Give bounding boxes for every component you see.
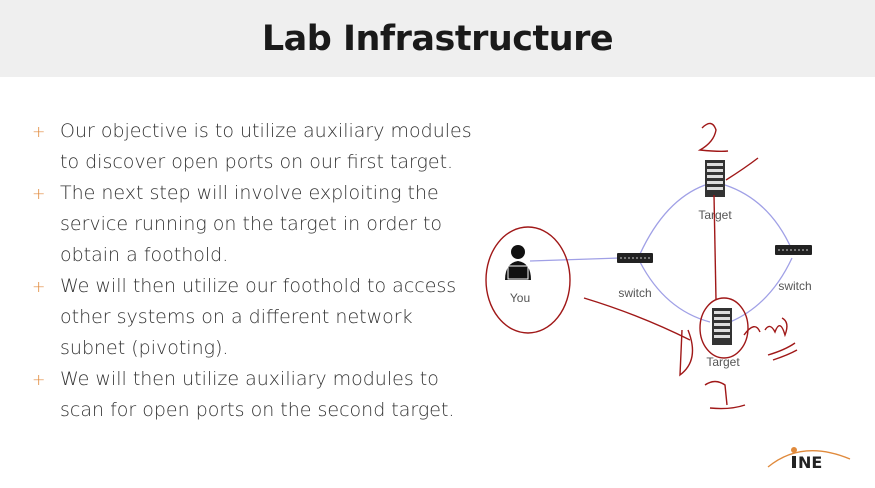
user-laptop-icon [505, 245, 531, 280]
slide-title: Lab Infrastructure [261, 18, 614, 59]
bullet-item: +We will then utilize auxiliary modules … [32, 364, 472, 426]
node-label-target-2: Target [706, 355, 740, 369]
node-label-switch-2: switch [778, 279, 811, 293]
server-rack-icon [705, 160, 725, 197]
plus-icon: + [32, 184, 46, 203]
plus-icon: + [32, 370, 46, 389]
server-rack-icon [712, 308, 732, 345]
svg-text:NE: NE [798, 453, 822, 471]
plus-icon: + [32, 122, 46, 141]
switch-icon [617, 253, 653, 263]
node-label-target-1: Target [698, 208, 732, 222]
bullet-item: +Our objective is to utilize auxiliary m… [32, 116, 472, 178]
switch-icon [775, 245, 812, 255]
network-links [529, 184, 793, 323]
plus-icon: + [32, 277, 46, 296]
ine-logo: NE [762, 437, 852, 472]
node-label-switch-1: switch [618, 286, 651, 300]
bullet-item: +We will then utilize our foothold to ac… [32, 271, 472, 364]
handwritten-annotations [485, 122, 798, 410]
bullet-list: +Our objective is to utilize auxiliary m… [32, 116, 472, 426]
node-label-you: You [510, 291, 530, 305]
title-bar: Lab Infrastructure [0, 0, 875, 77]
bullet-item: +The next step will involve exploiting t… [32, 178, 472, 271]
